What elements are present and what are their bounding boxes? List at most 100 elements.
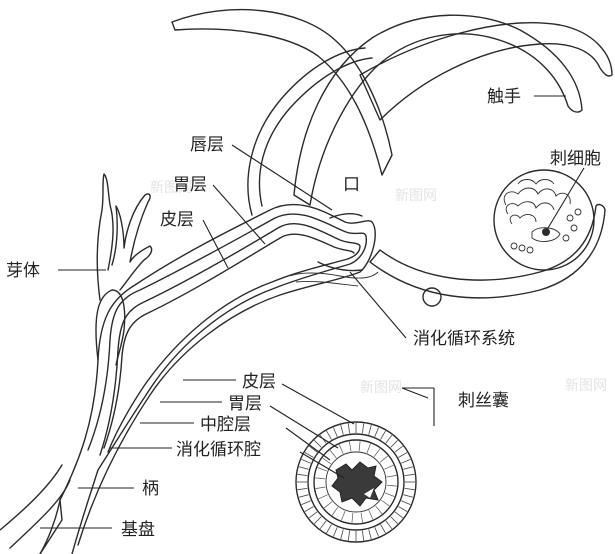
label-gastric-bottom: 胃层 <box>228 394 262 414</box>
leader-lip-layer <box>231 144 333 211</box>
bud-branch-right <box>111 193 153 291</box>
radial-striation <box>301 459 311 464</box>
body-left-bulge <box>95 289 126 366</box>
radial-striation <box>297 473 308 477</box>
radial-striation <box>385 434 393 444</box>
nematocyte-capsule <box>531 227 561 242</box>
nematocyte-cell <box>493 169 595 271</box>
label-nematocyst: 刺丝囊 <box>458 391 509 411</box>
radial-striation <box>298 494 309 498</box>
radial-striation <box>398 452 408 458</box>
radial-striation <box>347 530 351 541</box>
radial-striation <box>404 487 415 491</box>
leader-nematocyte <box>547 167 585 229</box>
inner-striation <box>368 510 374 520</box>
inner-striation <box>317 467 328 472</box>
inner-striation <box>349 441 352 452</box>
inner-striation <box>358 441 361 452</box>
inner-striation <box>360 512 363 523</box>
inner-striation <box>384 492 395 497</box>
digestive-cavity-line <box>103 233 355 449</box>
radial-striation <box>394 511 404 519</box>
radial-striation <box>380 430 386 440</box>
label-epidermis-top: 皮层 <box>160 210 194 230</box>
nematocyte-small-rings <box>510 208 582 254</box>
radial-striation <box>361 423 365 434</box>
leader-mesoglea-b <box>285 427 331 461</box>
label-gastric-top: 胃层 <box>173 175 207 195</box>
nematocyte-nucleus <box>542 228 550 236</box>
radial-striation <box>403 466 414 470</box>
inner-striation <box>315 477 326 480</box>
radial-striation <box>380 524 386 534</box>
label-mesoglea: 中腔层 <box>200 415 251 435</box>
inner-striation <box>386 475 397 478</box>
leader-epidermis-top <box>202 219 229 269</box>
nematocyst-outer <box>295 421 417 543</box>
nematocyst-core <box>331 461 383 507</box>
tentacles <box>171 8 613 307</box>
leader-nematocyst-a <box>401 387 429 399</box>
inner-striation <box>375 505 383 514</box>
radial-striation <box>297 487 308 491</box>
radial-striation <box>333 527 338 537</box>
radial-striation <box>308 445 318 453</box>
nematocyst-ring-3 <box>325 451 387 513</box>
radial-striation <box>390 439 399 448</box>
inner-striation <box>386 484 397 487</box>
label-nematocyte: 刺细胞 <box>550 149 601 169</box>
digestive-channel <box>289 271 379 279</box>
radial-striation <box>403 494 414 498</box>
label-stalk: 柄 <box>142 479 159 499</box>
radial-striation <box>374 527 379 537</box>
digestive-channel-2 <box>295 281 359 287</box>
label-mouth: 口 <box>343 175 360 195</box>
inner-striation <box>341 510 346 521</box>
inner-striation <box>379 455 388 463</box>
nematocyte-coil-4 <box>517 179 555 185</box>
leader-lines <box>40 95 585 529</box>
stalk-wall-inner <box>71 469 99 554</box>
nematocyst-section <box>295 421 417 543</box>
basal-disc-edge-2 <box>0 464 63 531</box>
tentacle-left <box>258 57 373 207</box>
mouth-lower <box>317 261 363 272</box>
label-lip-layer: 唇层 <box>190 135 224 155</box>
body-epidermis-inner <box>87 213 367 471</box>
inner-striation <box>366 443 371 454</box>
nematocyte-coil-2 <box>505 201 555 215</box>
labels: 触手 刺细胞 唇层 口 胃层 皮层 芽体 消化循环系统 刺丝囊 皮层 胃层 中腔… <box>6 87 601 540</box>
inner-striation <box>338 444 344 454</box>
tentacle-top-left <box>171 8 393 176</box>
radial-striation <box>374 427 379 437</box>
radial-striation <box>304 506 314 512</box>
nematocyst-ring-2 <box>313 439 399 525</box>
nematocyst-core-highlight <box>364 488 374 498</box>
radial-striation <box>326 524 332 534</box>
bud-branch-left <box>96 173 114 301</box>
inner-striation <box>329 450 337 459</box>
watermark: 新图网 <box>360 380 402 396</box>
nematocyte-coil-3 <box>509 214 537 225</box>
radial-striation <box>390 516 399 525</box>
radial-striation <box>347 423 351 434</box>
nematocyst-ring-1 <box>307 433 405 531</box>
inner-striation <box>315 486 326 489</box>
radial-striation <box>304 452 314 458</box>
inner-striation <box>384 464 394 470</box>
body-outer-wall <box>39 203 376 554</box>
radial-striation <box>401 459 411 464</box>
label-bud: 芽体 <box>6 261 40 281</box>
label-tentacle: 触手 <box>487 87 521 107</box>
leader-gastric-bottom-b <box>269 405 339 449</box>
nematocyte-outline <box>493 169 595 271</box>
radial-striation <box>313 439 322 448</box>
radial-striation <box>326 430 332 440</box>
radial-striation <box>368 529 372 540</box>
inner-striation <box>373 448 381 458</box>
tentacle-swelling <box>422 287 442 307</box>
inner-striation <box>324 501 333 509</box>
inner-striation <box>351 512 354 523</box>
